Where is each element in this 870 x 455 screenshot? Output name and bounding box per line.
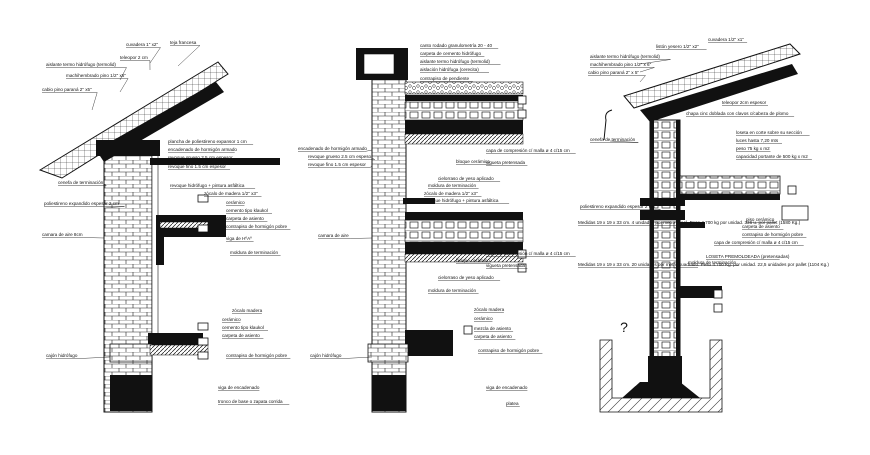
right-annotation-label: machihembrado pino 1/2" x 6" [590, 62, 652, 67]
left-annotation-label: revoque fino 1.5 cm espesor [168, 164, 226, 169]
middle-annotation-label: cerámico [474, 316, 493, 321]
right-annotation-label: capa de compresión c/ malla ø 4 c/15 cm [714, 240, 798, 245]
right-annotation-label: cabio pino paraná 2" x 5" [588, 70, 639, 75]
middle-annotation-label: encadenado de hormigón armado [298, 146, 367, 151]
left-annotation-label: teja francesa [170, 40, 197, 45]
middle-annotation-label: capa de compresión c/ malla ø 4 c/15 cm [486, 251, 570, 256]
middle-annotation-label: viga de encadenado [486, 385, 528, 390]
middle-annotation-label: mezcla de asiento [474, 326, 511, 331]
left-annotation-label: contrapiso de hormigón pobre [226, 224, 287, 229]
middle-annotation-label: cajón hidrófugo [310, 353, 342, 358]
right-annotation-label: luces hasta 7,20 mts [736, 138, 779, 143]
leader-line [640, 68, 654, 73]
middle-annotation-label: cielorraso de yeso aplicado [438, 176, 494, 181]
left-annotation-label: revoque grueso 2.5 cm espesor [168, 155, 233, 160]
right-annotation-label: chapa cinc doblada con clavos c/cabeza d… [686, 111, 789, 116]
leader-line [92, 93, 97, 111]
left-annotation-label: carpeta de asiento [226, 216, 264, 221]
middle-annotation-label: cielorraso de yeso aplicado [438, 275, 494, 280]
leader-line [640, 76, 646, 83]
left-annotation-label: machihembrado pino 1/2" x6" [66, 73, 126, 78]
right-annotation-label: contrapiso de hormigón pobre [742, 232, 803, 237]
left-annotation-label: carpeta de asiento [222, 333, 260, 338]
leader-line [83, 238, 104, 239]
middle-annotation-label: revoque grueso 2.5 cm espesor [308, 154, 373, 159]
left-annotation-label: cajón hidrófugo [46, 353, 78, 358]
right-annotation-label: listón yesero 1/2" x2" [656, 44, 699, 49]
right-annotation-label: ? [620, 319, 628, 335]
middle-annotation-label: aislación hidrófuga (cerecita) [420, 67, 479, 72]
left-annotation-label: zócalo de madera 1/2" x3" [204, 191, 258, 196]
right-annotation-label: cuvadera 1/2" x1" [708, 37, 744, 42]
middle-annotation-label: capa de compresión c/ malla ø 4 c/15 cm [486, 148, 570, 153]
middle-annotation-label: revoque hidrófugo + pintura asfáltica [424, 198, 499, 203]
middle-annotation-label: contrapiso de pendiente [420, 76, 469, 81]
left-annotation-label: revoque hidrófugo + pintura asfáltica [170, 183, 245, 188]
middle-annotation-label: moldura de terminación [428, 183, 476, 188]
left-annotation-label: aislante termo hidrófugo (termolid) [46, 62, 116, 67]
left-annotation-label: encadenado de hormigón armado [168, 147, 237, 152]
middle-annotation-label: contrapiso de hormigón pobre [478, 348, 539, 353]
middle-annotation-label: platea [506, 401, 519, 406]
middle-annotation-label: canto rodado granulometría 20 - 40 [420, 43, 492, 48]
leader-line [120, 79, 128, 93]
left-annotation-label: plancha de poliestireno expansor 1 cm [168, 139, 247, 144]
left-annotation-label: poliestireno expandido espesor 2 cm [44, 201, 119, 206]
leader-line [350, 238, 372, 239]
left-annotation-label: cemento tipo klaukol [222, 325, 264, 330]
middle-annotation-label: moldura de terminación [428, 288, 476, 293]
left-annotation-label: camara de aire 8cm [42, 232, 83, 237]
right-annotation-label: teleopor 2cm espesor [722, 100, 767, 105]
right-annotation-label: aislante termo hidrófugo (termolid) [590, 54, 660, 59]
middle-annotation-label: vigueta pretensada [486, 263, 526, 268]
middle-annotation-label: camara de aire [318, 233, 349, 238]
left-annotation-label: cerámico [226, 200, 245, 205]
left-annotation-label: cuvadera 1" x2" [126, 42, 158, 47]
left-annotation-label: viga de encadenado [218, 385, 260, 390]
middle-annotation-label: revoque fino 1.5 cm espesor [308, 162, 366, 167]
right-annotation-label: Medidas 19 x 19 x 33 cm. 4 unidades por … [578, 220, 801, 225]
right-annotation-label: peso 75 kg x m2 [736, 146, 770, 151]
left-annotation-label: cerámico [222, 317, 241, 322]
left-annotation-label: zócalo madera [232, 308, 263, 313]
left-annotation-label: contrapiso de hormigón pobre [226, 353, 287, 358]
left-annotation-label: cenefa de terminación [58, 180, 104, 185]
left-annotation-label: tronco de base o zapata corrida [218, 399, 283, 404]
left-annotation-label: teleopor 2 cm [120, 55, 148, 60]
right-annotation-label: loseta en corte sobre su sección [736, 130, 802, 135]
leader-line [150, 48, 161, 64]
left-annotation-label: cabio pino paraná 2" x5" [42, 87, 92, 92]
right-annotation-label: poliestireno expandido espesor 2 cm [580, 204, 655, 209]
middle-annotation-label: carpeta de cemento hidrófugo [420, 51, 481, 56]
left-annotation-label: cemento tipo klaukol [226, 208, 268, 213]
middle-detail [356, 48, 526, 412]
left-annotation-label: moldura de terminación [230, 250, 278, 255]
middle-annotation-label: vigueta pretensada [486, 160, 526, 165]
right-annotation-label: Medidas 19 x 19 x 33 cm. 20 unidades por… [578, 262, 829, 267]
middle-annotation-label: aislante termo hidrófugo (termolid) [420, 59, 490, 64]
left-annotation-label: viga de HºAº [226, 236, 252, 241]
right-annotation-label: LOSETA PREMOLDEADA (pretensadas) [706, 254, 790, 259]
right-annotation-label: capacidad portante de 500 kg x m2 [736, 154, 808, 159]
middle-annotation-label: zócalo de madera 1/2" x3" [424, 191, 478, 196]
middle-annotation-label: zócalo madera [474, 307, 505, 312]
leader-line [178, 46, 200, 67]
middle-annotation-label: carpeta de asiento [474, 334, 512, 339]
